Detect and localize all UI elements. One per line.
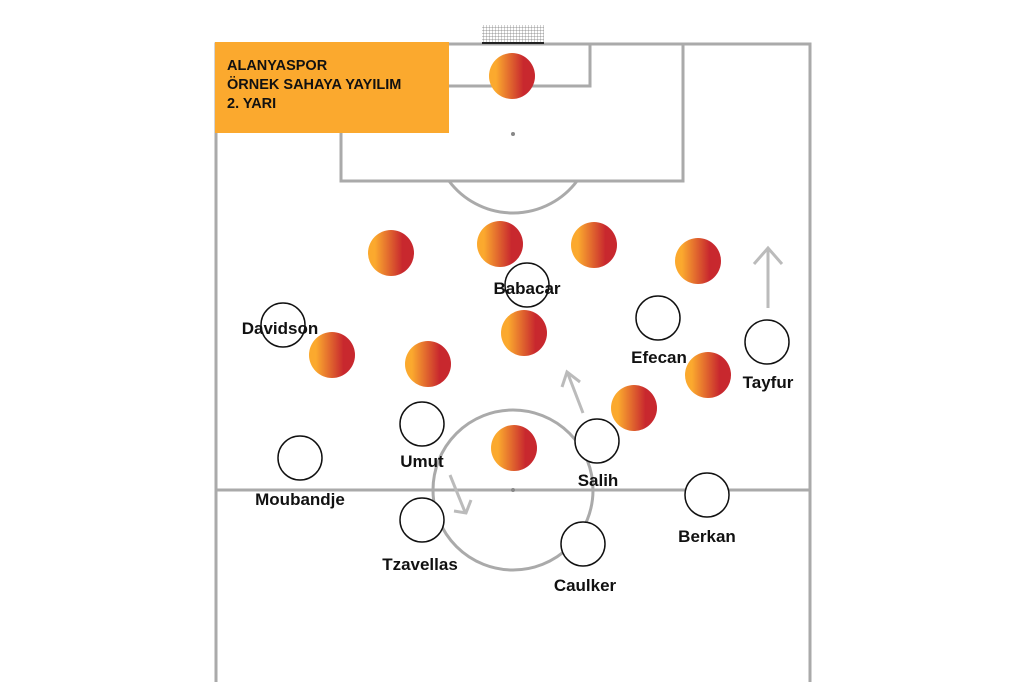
opponent-player (675, 238, 721, 284)
opponent-player (405, 341, 451, 387)
opponent-player (685, 352, 731, 398)
player-label: Berkan (678, 527, 736, 546)
movement-arrows (448, 245, 784, 515)
player-label: Moubandje (255, 490, 345, 509)
half-label: 2. YARI (227, 96, 277, 112)
player-label: Tzavellas (382, 555, 458, 574)
player-berkan (684, 472, 730, 518)
player-babacar (504, 262, 550, 308)
penalty-spot (511, 132, 515, 136)
opponent-player (501, 310, 547, 356)
player-salih (574, 418, 620, 464)
opponent-player (571, 222, 617, 268)
player-moubandje (277, 435, 323, 481)
player-tayfur (744, 319, 790, 365)
player-caulker (560, 521, 606, 567)
opponent-goalkeeper (489, 53, 535, 99)
arrow-icon (560, 369, 585, 414)
opponent-player (368, 230, 414, 276)
player-label: Caulker (554, 576, 617, 595)
player-label: Babacar (493, 279, 560, 298)
player-labels: Babacar Davidson Efecan Tayfur Umut Sali… (242, 279, 794, 595)
player-label: Efecan (631, 348, 687, 367)
title-box: ALANYASPOR ÖRNEK SAHAYA YAYILIM 2. YARI (215, 42, 449, 133)
team-name: ALANYASPOR (227, 58, 328, 74)
player-label: Davidson (242, 319, 319, 338)
goal (482, 25, 544, 44)
center-spot (511, 488, 515, 492)
opponent-player (491, 425, 537, 471)
player-tzavellas (399, 497, 445, 543)
player-umut (399, 401, 445, 447)
player-efecan (635, 295, 681, 341)
opponent-player (477, 221, 523, 267)
player-label: Tayfur (743, 373, 794, 392)
opponent-player (611, 385, 657, 431)
team-players (260, 262, 790, 567)
opponent-player (309, 332, 355, 378)
arrow-icon (448, 474, 473, 515)
player-label: Salih (578, 471, 619, 490)
opponent-markers (309, 53, 731, 471)
center-circle (431, 408, 595, 572)
penalty-arc (447, 180, 579, 215)
diagram-subtitle: ÖRNEK SAHAYA YAYILIM (227, 77, 402, 93)
arrow-up-icon (752, 245, 784, 308)
player-label: Umut (400, 452, 444, 471)
player-davidson (260, 302, 306, 348)
